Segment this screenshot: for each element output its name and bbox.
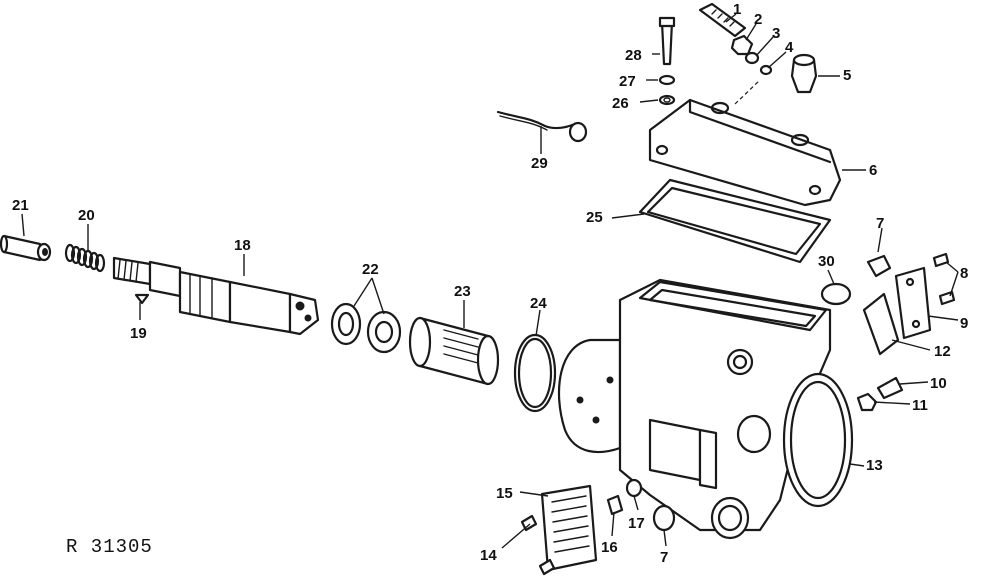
callout-15: 15 [496,485,513,502]
part-25-gasket [638,178,832,264]
part-15-plate [540,484,598,572]
part-2-nut [730,34,754,56]
callout-7-bottom: 7 [660,549,668,566]
part-6-cover [648,98,842,207]
callout-7-top: 7 [876,215,884,232]
part-10-screw [876,376,904,400]
part-21-plug [0,234,52,262]
part-8-screws [932,252,956,306]
callout-25: 25 [586,209,603,226]
callout-27: 27 [619,73,636,90]
callout-8: 8 [960,265,968,282]
part-26-washer [658,94,676,106]
callout-9: 9 [960,315,968,332]
part-28-bolt [658,16,676,66]
callout-20: 20 [78,207,95,224]
callout-11: 11 [912,397,928,414]
figure-id: R 31305 [66,536,153,558]
part-3-washer [744,51,760,65]
part-11-nut [856,392,878,412]
part-7-plug-top [866,254,892,278]
callout-26: 26 [612,95,629,112]
part-19-key [134,293,150,305]
part-5-fitting [790,53,818,94]
callout-24: 24 [530,295,547,312]
callout-23: 23 [454,283,471,300]
part-22-seal-and-bushing [330,302,402,354]
callout-22: 22 [362,261,379,278]
part-14-screws [520,514,556,576]
callout-6: 6 [869,162,877,179]
part-20-spring [64,243,106,273]
part-16-screw [606,494,624,516]
callouts: 1 2 3 4 5 6 7 8 9 10 11 12 13 14 15 16 1… [12,1,968,566]
callout-2: 2 [754,11,762,28]
part-27-washer [658,74,676,86]
part-1-bolt [698,2,747,38]
callout-5: 5 [843,67,851,84]
callout-14: 14 [480,547,497,564]
part-24-o-ring [513,333,557,413]
callout-17: 17 [628,515,645,532]
part-30-bushing [820,282,852,306]
leader-lines [21,13,959,549]
callout-18: 18 [234,237,251,254]
callout-3: 3 [772,25,780,42]
callout-28: 28 [625,47,642,64]
part-29-wire [496,110,588,143]
callout-16: 16 [601,539,618,556]
callout-30: 30 [818,253,835,270]
callout-21: 21 [12,197,29,214]
callout-13: 13 [866,457,883,474]
callout-29: 29 [531,155,548,172]
part-7-plug-bottom [652,504,676,532]
callout-10: 10 [930,375,947,392]
part-9-plate [894,266,932,340]
callout-4: 4 [785,39,794,56]
part-12-gasket [862,292,900,356]
part-18-rotor-shaft [112,256,320,336]
callout-1: 1 [733,1,741,18]
part-13-housing [557,278,854,540]
part-17-nut [625,478,643,498]
callout-19: 19 [130,325,147,342]
part-23-sleeve [408,316,500,386]
callout-12: 12 [934,343,951,360]
